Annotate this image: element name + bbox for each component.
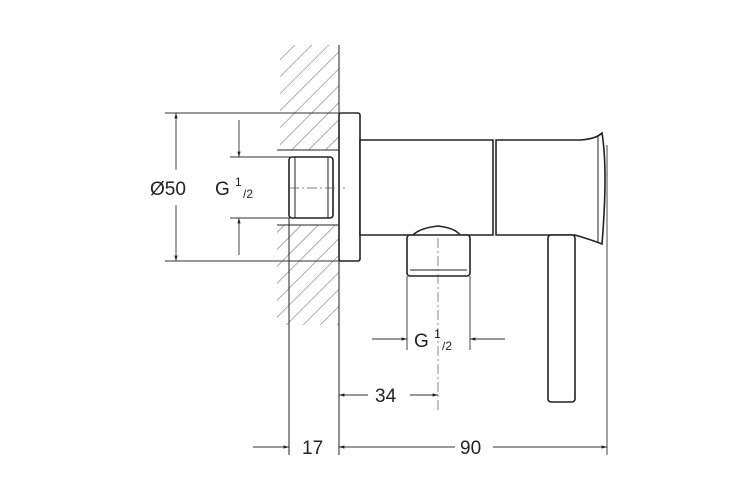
outlet-offset-label: 34 <box>375 386 397 407</box>
svg-text:G: G <box>215 179 230 200</box>
svg-text:1: 1 <box>235 175 242 189</box>
svg-text:G: G <box>414 331 429 352</box>
wall-flange <box>338 112 361 262</box>
wall-section <box>277 45 340 455</box>
outlet-thread-label: G 1 /2 <box>414 327 452 353</box>
angle-valve <box>288 112 606 410</box>
svg-text:/2: /2 <box>243 187 253 201</box>
inlet-thread <box>288 156 334 219</box>
valve-body <box>359 139 494 236</box>
dimensions <box>165 112 608 455</box>
wall-depth-label: 17 <box>302 438 323 459</box>
lever <box>547 234 576 403</box>
svg-text:/2: /2 <box>442 339 452 353</box>
flange-diameter-label: Ø50 <box>150 179 186 200</box>
outlet-thread <box>406 234 471 277</box>
projection-label: 90 <box>460 438 481 459</box>
svg-text:1: 1 <box>434 327 441 341</box>
inlet-thread-label: G 1 /2 <box>215 175 253 201</box>
handle-body <box>495 131 606 246</box>
